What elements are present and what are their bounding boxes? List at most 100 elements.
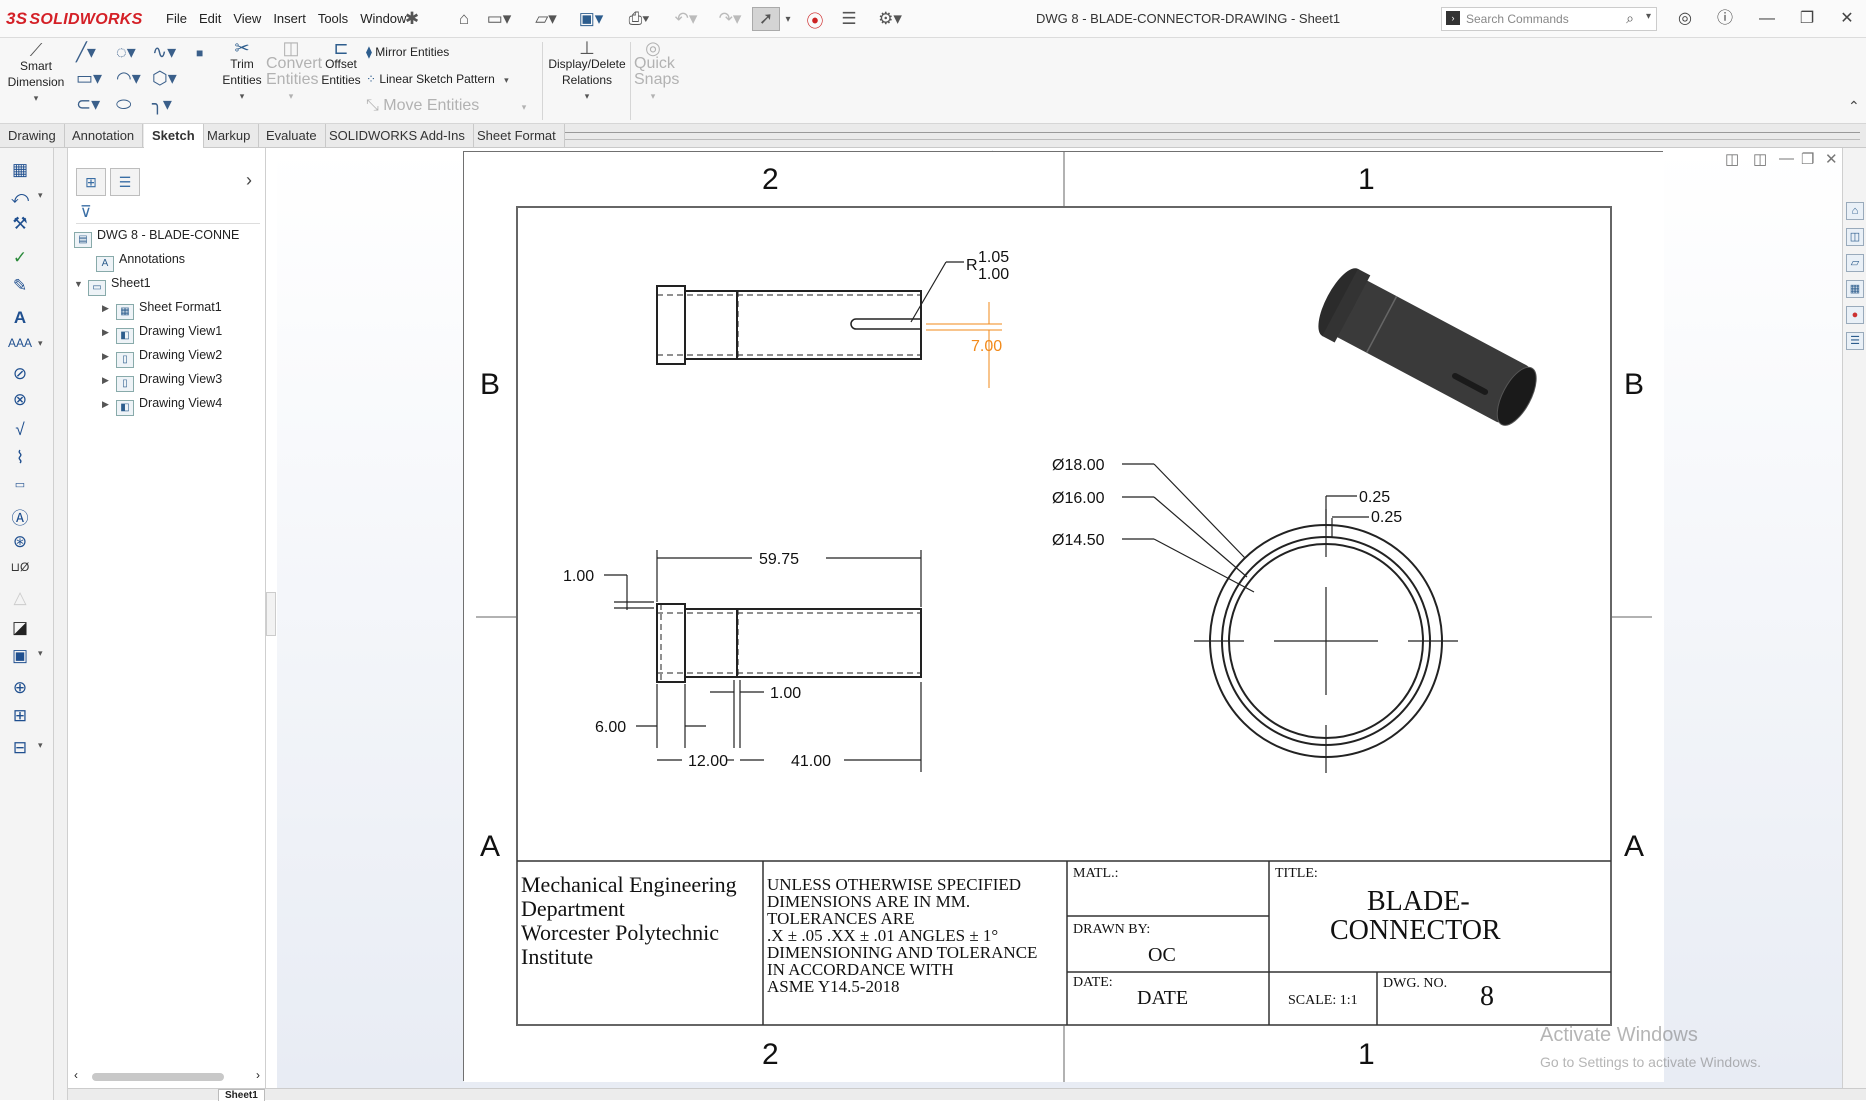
relations-dropdown-icon[interactable]: ▾ [584, 91, 590, 101]
appearances-icon[interactable]: ● [1846, 306, 1864, 324]
centerline-icon[interactable]: ⊞ [12, 706, 28, 725]
feature-manager-tab[interactable]: ⊞ [76, 168, 106, 196]
datum-target-icon[interactable]: ⊔Ø [10, 560, 30, 574]
custom-properties-icon[interactable]: ☰ [1846, 332, 1864, 350]
help-icon[interactable]: ⓘ [1716, 10, 1733, 27]
note-icon[interactable]: A [13, 308, 27, 327]
tree-sheet1[interactable]: ▼▭Sheet1 [74, 272, 151, 296]
quick-snaps-button[interactable]: ◎ Quick Snaps ▾ [634, 39, 679, 104]
fillet-icon[interactable]: ╮▾ [152, 94, 172, 114]
radius-dimension[interactable]: R 1.05 1.00 [910, 249, 1009, 323]
title-block[interactable] [517, 860, 1611, 1025]
trim-dropdown-icon[interactable]: ▾ [239, 91, 245, 101]
menu-tools[interactable]: Tools [317, 11, 349, 26]
offset-entities-button[interactable]: ⊏ Offset Entities [318, 39, 364, 88]
tab-solidworks-add-ins[interactable]: SOLIDWORKS Add-Ins [321, 124, 474, 148]
circle-icon[interactable]: ◌▾ [116, 42, 136, 62]
tab-sketch[interactable]: Sketch [144, 124, 204, 148]
isometric-view[interactable] [1310, 262, 1547, 436]
center-mark-icon[interactable]: ⊕ [12, 678, 28, 697]
drawing-sheet[interactable]: 2 1 2 1 B A B A R 1.05 1.00 [463, 151, 1664, 1082]
tab-sheet-format[interactable]: Sheet Format [469, 124, 565, 148]
datum-feature-icon[interactable]: ⊛ [12, 532, 28, 551]
table-icon[interactable]: ⊟ [8, 738, 43, 760]
chevron-right-icon[interactable]: › [246, 170, 252, 190]
geometric-tolerance-icon[interactable]: Ⓐ [11, 509, 29, 528]
top-view[interactable] [656, 285, 922, 365]
tab-evaluate[interactable]: Evaluate [258, 124, 326, 148]
redo-icon[interactable]: ↷▾ [718, 9, 742, 28]
sheet-tab[interactable]: Sheet1 [218, 1089, 265, 1101]
mirror-entities-button[interactable]: ⧫ Mirror Entities [366, 44, 449, 60]
tree-drawing-view[interactable]: ▶▯Drawing View3 [102, 368, 222, 392]
scrollbar-thumb[interactable] [92, 1073, 224, 1081]
tree-drawing-view[interactable]: ▶◧Drawing View1 [102, 320, 222, 344]
select-dropdown-icon[interactable]: ▾ [785, 13, 791, 25]
search-dropdown-icon[interactable]: ▾ [1645, 11, 1651, 22]
tree-filter[interactable]: ⊽ [76, 200, 260, 224]
scroll-left-icon[interactable]: ‹ [74, 1068, 78, 1082]
check-spelling-icon[interactable]: ✓ [12, 248, 28, 267]
pin-menu-icon[interactable]: ✱ [404, 9, 420, 28]
format-painter-icon[interactable]: ⚒ [12, 214, 28, 233]
move-entities-button[interactable]: ⤡ Move Entities ▾ [366, 98, 526, 115]
diameter-callouts[interactable]: Ø18.00 Ø16.00 Ø14.50 [1052, 457, 1255, 593]
search-icon[interactable]: ⌕ [1626, 10, 1634, 26]
tree-drawing-view[interactable]: ▶◧Drawing View4 [102, 392, 222, 416]
design-library-icon[interactable]: ◫ [1846, 228, 1864, 246]
minimize-button[interactable]: — [1759, 10, 1775, 27]
view-palette-icon[interactable]: ▦ [1846, 280, 1864, 298]
convert-entities-button[interactable]: ◫ Convert Entities ▾ [266, 39, 322, 104]
panel-collapse-handle[interactable] [266, 592, 276, 636]
tree-root[interactable]: ▤DWG 8 - BLADE-CONNE [74, 224, 239, 248]
expand-icon[interactable]: ▶ [102, 303, 109, 313]
restore-button[interactable]: ❐ [1799, 10, 1815, 27]
user-account-icon[interactable]: ◎ [1678, 10, 1692, 27]
home-icon[interactable]: ⌂ [458, 9, 470, 28]
flange-dimension[interactable]: 6.00 [595, 684, 706, 748]
area-hatch-icon[interactable]: ◪ [11, 618, 29, 637]
gap-dimensions[interactable]: 0.25 0.25 [1325, 489, 1402, 537]
toolbar-splitter[interactable] [54, 148, 68, 1100]
smart-dimension-button[interactable]: ⟋ Smart Dimension ▾ [4, 41, 68, 106]
property-manager-tab[interactable]: ☰ [110, 168, 140, 196]
linear-sketch-pattern-button[interactable]: ⁘ Linear Sketch Pattern ▾ [366, 71, 509, 88]
revision-symbol-icon[interactable]: ▣ [8, 646, 43, 668]
expand-icon[interactable]: ▶ [102, 327, 109, 337]
menu-edit[interactable]: Edit [198, 11, 222, 26]
balloon-icon[interactable]: ⊘ [12, 364, 28, 383]
select-pointer-icon[interactable]: ➚ [752, 7, 780, 31]
tab-drawing[interactable]: Drawing [0, 124, 65, 148]
tree-drawing-view[interactable]: ▶▯Drawing View2 [102, 344, 222, 368]
collapse-ribbon-icon[interactable]: ⌃ [1848, 98, 1860, 114]
pattern-dropdown-icon[interactable]: ▾ [504, 75, 509, 85]
print-icon[interactable]: ⎙▾ [628, 9, 650, 28]
convert-dropdown-icon[interactable]: ▾ [288, 91, 294, 101]
line-icon[interactable]: ╱▾ [76, 42, 96, 62]
tab-markup[interactable]: Markup [199, 124, 260, 148]
ellipse-icon[interactable]: ⬭ [116, 94, 132, 114]
blocks-icon[interactable]: △ [13, 588, 27, 607]
graphics-minimize-icon[interactable]: — [1779, 150, 1794, 167]
tab-annotation[interactable]: Annotation [64, 124, 144, 148]
search-commands-input[interactable]: › Search Commands ⌕ ▾ [1441, 7, 1657, 31]
linear-note-pattern-icon[interactable]: AAA [8, 336, 43, 358]
surface-finish-icon[interactable]: √ [15, 420, 25, 439]
expand-icon[interactable]: ▶ [102, 351, 109, 361]
file-properties-icon[interactable]: ☰ [841, 9, 857, 28]
view-pane-icon[interactable]: ◫ [1753, 151, 1768, 168]
undo-icon[interactable]: ↶▾ [674, 9, 698, 28]
hole-callout-icon[interactable]: ▭ [14, 479, 26, 491]
segment-dimension[interactable]: 12.00 41.00 [657, 682, 922, 772]
tree-sheet-format[interactable]: ▶▦Sheet Format1 [102, 296, 222, 320]
view-pane-icon[interactable]: ◫ [1725, 151, 1740, 168]
file-explorer-icon[interactable]: ▱ [1846, 254, 1864, 272]
menu-insert[interactable]: Insert [273, 11, 306, 26]
menu-window[interactable]: Window [360, 11, 407, 26]
move-dropdown-icon[interactable]: ▾ [521, 102, 527, 112]
collapse-icon[interactable]: ▼ [74, 279, 83, 289]
save-icon[interactable]: ▣▾ [578, 9, 604, 28]
slot-dimension[interactable]: 7.00 [926, 302, 1002, 388]
overall-length-dimension[interactable]: 59.75 [656, 550, 922, 607]
